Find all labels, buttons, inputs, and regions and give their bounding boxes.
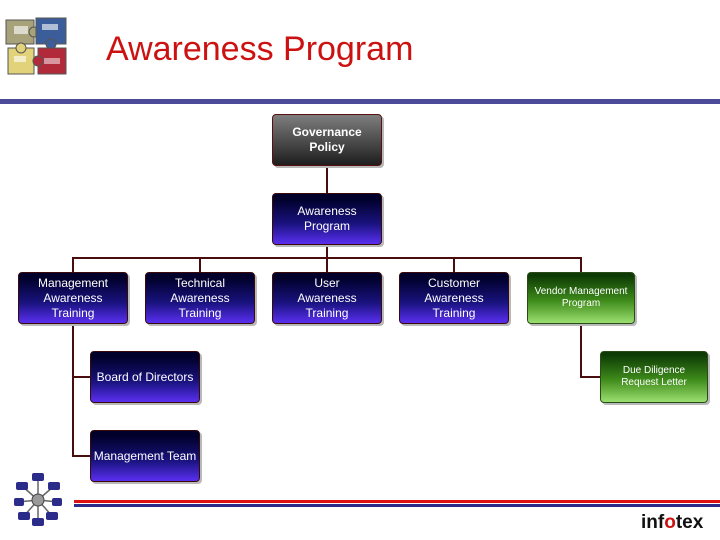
node-label: Management Awareness Training [37,275,109,320]
node-management-team: Management Team [90,430,200,482]
node-label: Governance Policy [292,125,362,154]
node-label: Board of Directors [96,369,194,384]
node-label: Awareness Program [297,204,357,233]
node-label: Due Diligence Request Letter [621,365,687,388]
node-awareness-program: Awareness Program [272,193,382,245]
node-customer-awareness-training: Customer Awareness Training [399,272,509,324]
node-label: Management Team [93,448,197,463]
connector-to-mgmt-team [72,455,90,457]
connector-program-bus [326,244,328,258]
footer-divider-red [74,500,720,503]
brand-text-o: o [664,512,676,533]
connector-bus-user [326,257,328,272]
footer-divider-blue [74,504,720,507]
node-technical-awareness-training: Technical Awareness Training [145,272,255,324]
connector-mgmt-down [72,323,74,457]
connector-to-due-diligence [580,376,600,378]
brand-logo: infotex [641,512,703,534]
page-title: Awareness Program [106,30,414,68]
connector-bus-mgmt [72,257,74,272]
node-user-awareness-training: User Awareness Training [272,272,382,324]
node-label: Customer Awareness Training [424,275,484,320]
puzzle-logo-icon [5,17,67,75]
brand-text-suffix: tex [675,512,704,533]
node-due-diligence-request-letter: Due Diligence Request Letter [600,351,708,403]
node-label: User Awareness Training [297,275,357,320]
header-divider [0,99,720,104]
node-management-awareness-training: Management Awareness Training [18,272,128,324]
node-governance-policy: Governance Policy [272,114,382,166]
node-vendor-management-program: Vendor Management Program [527,272,635,324]
network-icon [14,473,62,526]
connector-vendor-down [580,324,582,378]
connector-gov-program [326,165,328,193]
brand-text-prefix: inf [641,512,665,533]
connector-to-board [72,376,90,378]
connector-bus-customer [453,257,455,272]
connector-bus-tech [199,257,201,272]
connector-bus-vendor [580,257,582,272]
node-board-of-directors: Board of Directors [90,351,200,403]
node-label: Vendor Management Program [534,286,628,309]
node-label: Technical Awareness Training [170,275,230,320]
